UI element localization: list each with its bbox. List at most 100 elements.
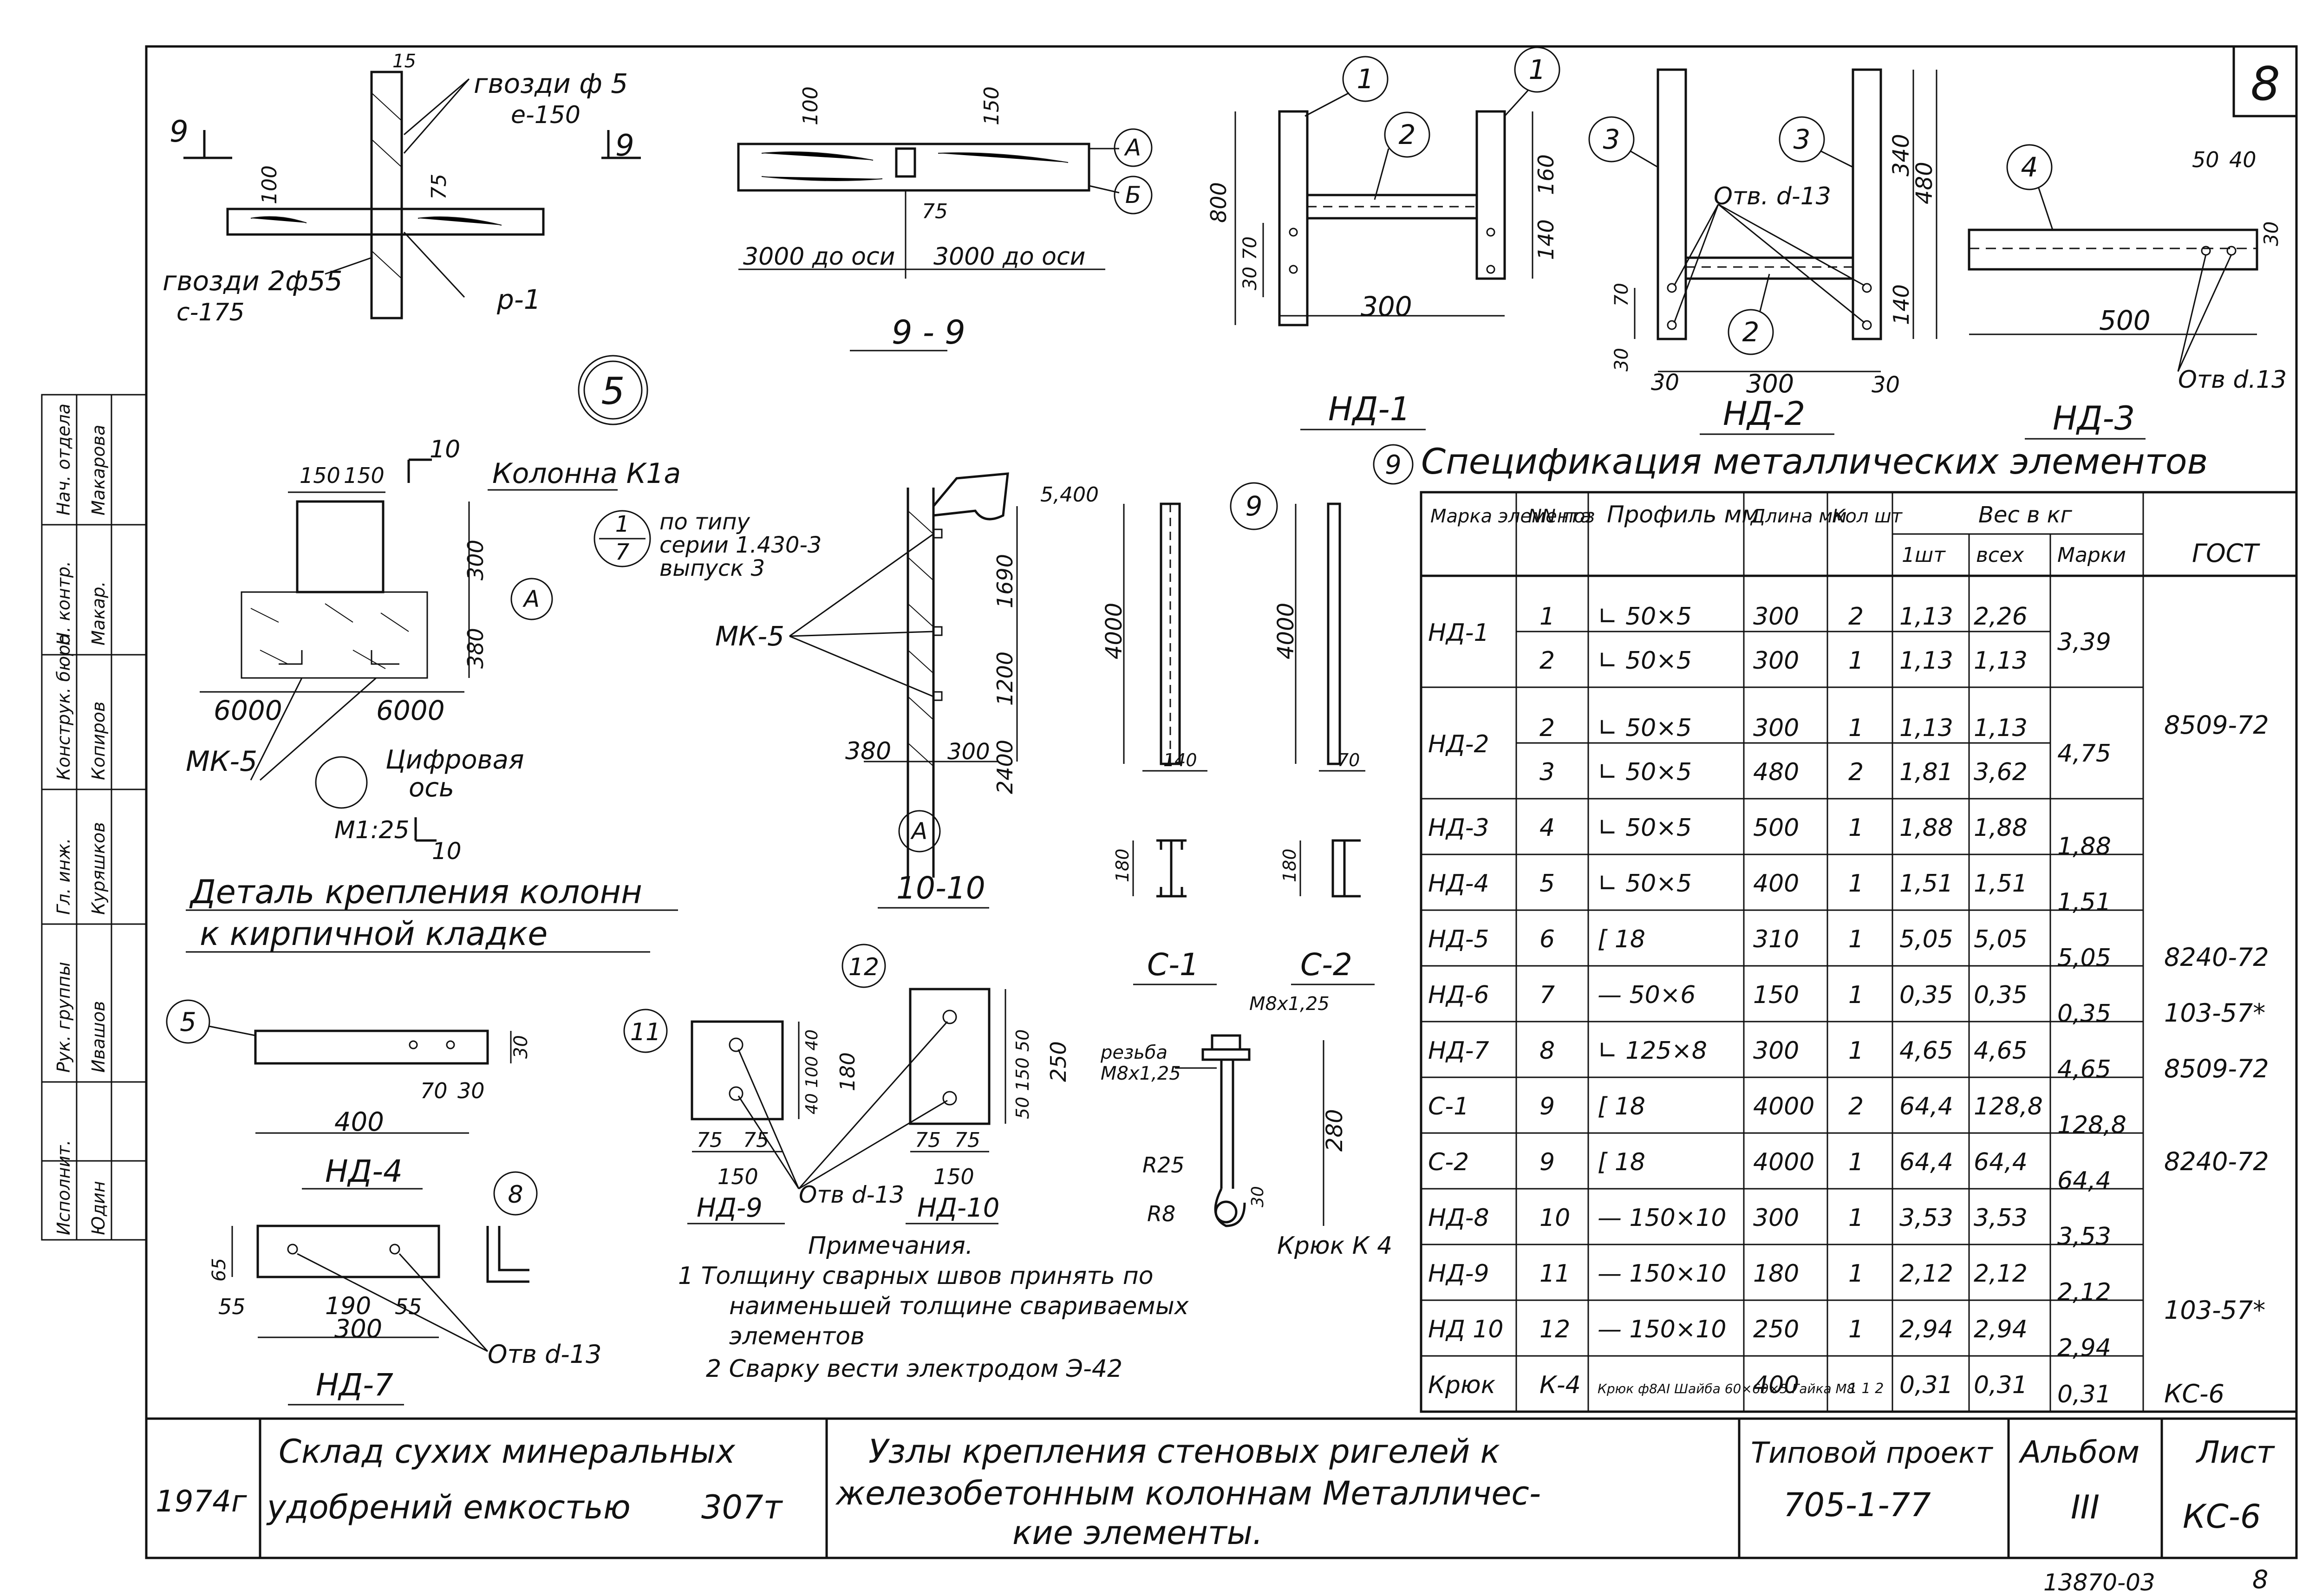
- table-cell: 1: [1848, 1148, 1864, 1176]
- radius-label: R25: [1142, 1153, 1185, 1178]
- spec-header: Марка элемента: [1430, 506, 1591, 527]
- hook-thread: резьба: [1100, 1042, 1168, 1063]
- table-cell: 1,88: [1974, 814, 2028, 842]
- hook-thread: М8х1,25: [1101, 1063, 1181, 1084]
- dim-label: 300: [334, 1314, 382, 1343]
- dim-label: 4000: [1273, 603, 1299, 659]
- project-label: Типовой проект: [1751, 1436, 1994, 1470]
- dim-label: 70: [1239, 236, 1261, 260]
- table-cell: 4,65: [1899, 1037, 1953, 1065]
- part-title: С-1: [1147, 947, 1199, 983]
- spec-header: Длина мм: [1750, 506, 1847, 527]
- table-cell: [ 18: [1598, 925, 1645, 953]
- album-label: Альбом: [2018, 1434, 2139, 1470]
- table-cell: 2,94: [1899, 1316, 1953, 1343]
- table-cell-gost: 103-57*: [2164, 1296, 2265, 1325]
- table-cell: ∟ 50×5: [1598, 870, 1692, 898]
- axis-label: А: [910, 818, 927, 845]
- sheet-title-line: железобетонным колоннам Металличес-: [835, 1474, 1541, 1512]
- table-cell: ∟ 50×5: [1598, 814, 1692, 842]
- table-cell: 1: [1848, 714, 1864, 742]
- hook-top-thread: М8х1,25: [1249, 993, 1330, 1015]
- dim-label: 70: [420, 1078, 448, 1103]
- part-nd7: 8 65 55 190 55 300 Отв d-13 НД-7: [209, 1171, 601, 1406]
- table-cell: 1,88: [1899, 814, 1953, 842]
- dim-label: 300: [1746, 369, 1794, 398]
- spec-table: 9 Спецификация металлических элементов М…: [1373, 441, 2298, 1413]
- table-cell: 3,53: [1974, 1204, 2028, 1232]
- dim-label: 40: [2229, 147, 2257, 172]
- table-cell: 1 1 2: [1848, 1381, 1884, 1397]
- dim-label: 75: [915, 1128, 941, 1152]
- ref-numerator: 1: [615, 511, 630, 537]
- table-cell: — 150×10: [1598, 1260, 1727, 1288]
- notes-heading: Примечания.: [808, 1232, 973, 1260]
- table-cell: 4000: [1753, 1093, 1814, 1120]
- table-cell: 1: [1848, 981, 1864, 1009]
- table-cell: НД 10: [1428, 1316, 1503, 1343]
- spec-header: NN поз: [1528, 506, 1595, 527]
- dim-label: 180: [836, 1052, 860, 1091]
- table-cell: 250: [1753, 1316, 1799, 1343]
- detail-title: к кирпичной кладке: [200, 915, 548, 953]
- section-mark: 9: [615, 129, 634, 163]
- table-cell: 500: [1753, 814, 1799, 842]
- part-nd2: 3 3 2 Отв. d-13 340 480 140 70 30 30 300…: [1588, 68, 1937, 435]
- stamp-role: Нач. отдела: [53, 404, 74, 515]
- dim-label: 400: [334, 1107, 384, 1137]
- dim-label: 75: [743, 1128, 769, 1152]
- section-mark: 9: [170, 115, 189, 149]
- table-cell: 1: [1848, 814, 1864, 842]
- part-nd10: 12 50 150 50 250 75 75 150 НД-10: [798, 944, 1071, 1225]
- table-cell: 480: [1753, 758, 1799, 786]
- sheet-number: 8: [2250, 57, 2280, 111]
- table-cell: 5: [1539, 870, 1555, 898]
- dim-label: 150: [980, 86, 1004, 125]
- holes-note: Отв d-13: [799, 1181, 904, 1208]
- ref-denominator: 7: [615, 539, 630, 565]
- table-cell: 4,65: [1974, 1037, 2028, 1065]
- table-cell: 9: [1539, 1093, 1555, 1120]
- dim-label: 50 150 50: [1012, 1029, 1033, 1119]
- dim-label: 140: [1533, 219, 1559, 260]
- dim-label: 180: [1112, 848, 1133, 882]
- table-cell-mark-weight: 1,51: [2057, 888, 2111, 916]
- stamp-role: Исполнит.: [53, 1140, 74, 1235]
- object-capacity: 307т: [701, 1488, 783, 1526]
- table-cell: 1: [1848, 647, 1864, 675]
- table-cell: 2,94: [1974, 1316, 2028, 1343]
- table-cell: НД-3: [1428, 814, 1489, 842]
- table-cell: 4: [1539, 814, 1555, 842]
- dim-label: 65: [209, 1258, 230, 1282]
- radius-label: R8: [1147, 1201, 1175, 1226]
- dim-label: 380: [845, 737, 891, 765]
- object-line: Склад сухих минеральных: [279, 1433, 735, 1471]
- table-cell-mark-weight: 1,88: [2057, 833, 2111, 860]
- table-cell: 8: [1539, 1037, 1555, 1065]
- stamp-role: Рук. группы: [53, 962, 74, 1073]
- table-cell: 11: [1539, 1260, 1570, 1288]
- dim-label: 1690: [992, 554, 1018, 608]
- dim-label: 75: [954, 1128, 980, 1152]
- dim-label: 75: [697, 1128, 723, 1152]
- table-cell: ∟ 50×5: [1598, 714, 1692, 742]
- spec-title: Спецификация металлических элементов: [1421, 441, 2208, 482]
- elevation-label: 5,400: [1040, 483, 1099, 507]
- detail-circle: 5: [601, 370, 625, 413]
- spec-header: Профиль мм: [1607, 501, 1759, 528]
- position-circle: 9: [1246, 490, 1263, 522]
- table-cell: 5,05: [1974, 925, 2028, 953]
- table-cell-mark-weight: 2,94: [2057, 1334, 2111, 1362]
- holes-note: Отв d-13: [488, 1340, 601, 1369]
- mk5-label: МК-5: [186, 745, 257, 778]
- table-cell: ∟ 50×5: [1598, 603, 1692, 631]
- table-cell: 310: [1753, 925, 1799, 953]
- channel-c1: 4000 140 180 С-1: [1101, 502, 1217, 985]
- table-cell: 1,13: [1899, 603, 1953, 631]
- table-cell: 1,13: [1899, 647, 1953, 675]
- dim-label: 300: [947, 739, 990, 765]
- section-9-9: А Б 100 150 75 3000 до оси 3000 до оси 9…: [578, 86, 1153, 425]
- dim-label: 340: [1888, 134, 1914, 176]
- ref-text: серии 1.430-3: [659, 532, 822, 558]
- dim-label: 30: [1872, 372, 1900, 398]
